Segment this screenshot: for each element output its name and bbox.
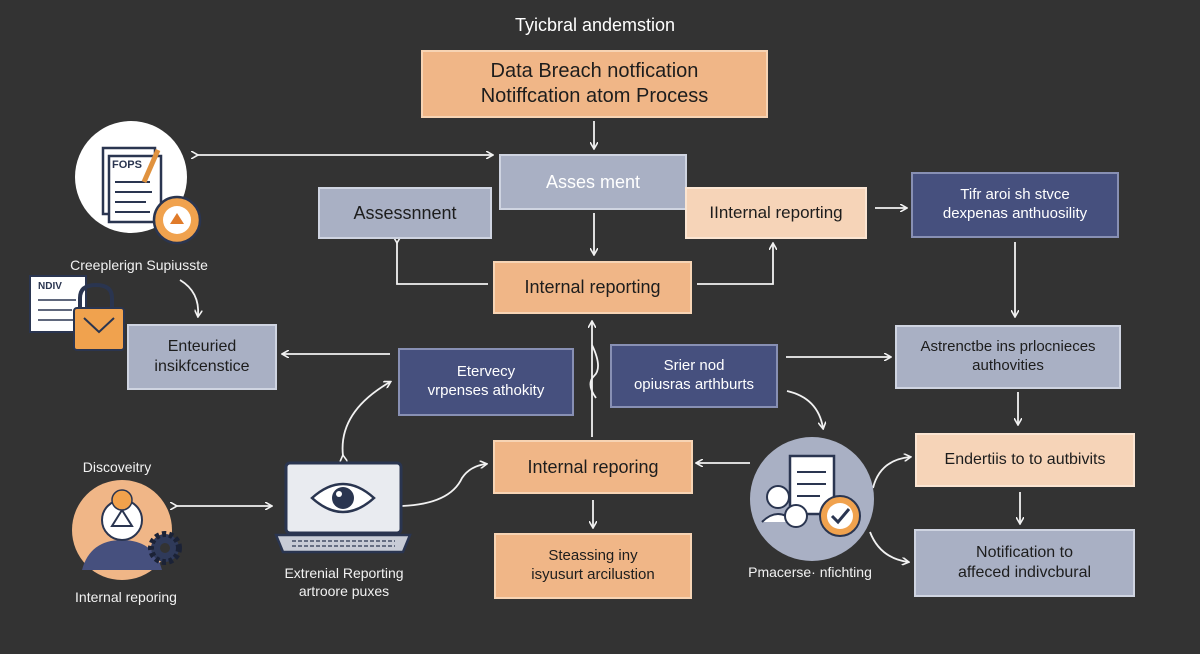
diagram-header: Tyicbral andemstion xyxy=(514,15,676,35)
notification-box[interactable]: Notification to affeced indivcbural xyxy=(914,529,1135,597)
laptop-eye-icon xyxy=(274,461,412,554)
internal-reporing-bottom-label: Internal reporing xyxy=(75,589,177,605)
pmacerse-label: Pmacerse· nfichting xyxy=(748,564,872,580)
arrow-internal-to-reporting xyxy=(697,244,773,285)
creeplering-label: Creeplerign Supiusste xyxy=(70,257,208,273)
document-edit-icon xyxy=(75,121,202,245)
arrow-assessment-left-loop xyxy=(397,242,488,285)
astrenctbe-box[interactable]: Astrenctbe ins prlocnieces authovities xyxy=(895,325,1121,389)
arrow-privacy-to-notification xyxy=(869,531,908,562)
arrow-brace xyxy=(589,344,599,399)
internal-reporting-mid-box[interactable]: Internal reporting xyxy=(493,261,692,314)
arrow-privacy-to-endertiis xyxy=(872,457,910,489)
arrow-srierned-to-privacy xyxy=(786,390,823,428)
document-icon-text: FOPS xyxy=(112,159,142,171)
internal-reporting-top-box[interactable]: IInternal reporting xyxy=(685,187,867,239)
assessment-top-box[interactable]: Asses ment xyxy=(499,154,687,210)
internal-reporing-low-box[interactable]: Internal reporing xyxy=(493,440,693,494)
etervecy-box[interactable]: Etervecy vrpenses athokity xyxy=(398,348,574,416)
arrow-laptop-to-internal xyxy=(401,464,486,507)
srierned-box[interactable]: Srier nod opiusras arthburts xyxy=(610,344,778,408)
person-gear-icon xyxy=(72,480,182,580)
flow-arrows xyxy=(176,121,1020,562)
arrow-creeplering-to-enteried xyxy=(179,279,198,316)
arrow-laptop-to-etervecy xyxy=(343,382,390,456)
assessment-left-box[interactable]: Assessnnent xyxy=(318,187,492,239)
endertiis-box[interactable]: Endertiis to to autbivits xyxy=(915,433,1135,487)
ndiv-icon-text: NDIV xyxy=(38,281,62,292)
privacy-checklist-icon xyxy=(750,437,874,561)
lock-envelope-icon xyxy=(29,275,125,351)
external-reporting-label: Extrenial Reporting artroore puxes xyxy=(284,565,404,600)
title-box: Data Breach notfication Notiffcation ato… xyxy=(421,50,768,118)
top-right-authority-box[interactable]: Tifr aroi sh stvce dexpenas anthuosility xyxy=(911,172,1119,238)
discovery-label: Discoveitry xyxy=(82,459,152,475)
steassing-box[interactable]: Steassing iny isyusurt arcilustion xyxy=(494,533,692,599)
enteried-box[interactable]: Enteuried insikfcenstice xyxy=(127,324,277,390)
